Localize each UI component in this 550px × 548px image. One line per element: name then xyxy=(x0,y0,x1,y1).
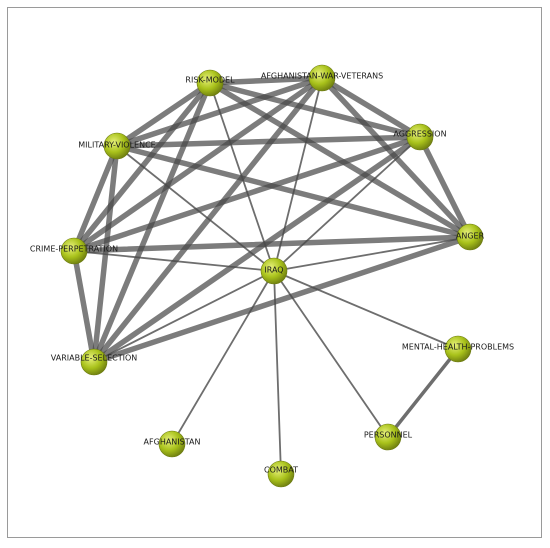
edge-variable-selection-iraq xyxy=(93,270,275,363)
edge-afghanistan-war-veterans-anger xyxy=(319,75,473,240)
edge-aggression-military-violence xyxy=(114,134,423,149)
edge-military-violence-anger xyxy=(114,143,473,240)
edge-anger-crime-perpetration xyxy=(71,234,473,254)
edge-military-violence-iraq xyxy=(116,145,275,272)
labels-layer: RISK-MODEL AFGHANISTAN-WAR-VETERANS AGGRES… xyxy=(30,72,514,475)
node-iraq[interactable] xyxy=(260,257,288,285)
edge-military-violence-crime-perpetration xyxy=(71,143,120,254)
nodes-layer xyxy=(60,64,484,488)
node-afghanistan-war-veterans[interactable] xyxy=(308,64,336,92)
edge-anger-variable-selection xyxy=(91,234,473,365)
node-mental-health-problems[interactable] xyxy=(444,335,472,363)
edge-iraq-personnel xyxy=(273,270,389,438)
edge-anger-iraq xyxy=(273,236,471,272)
node-label-combat: COMBAT xyxy=(264,466,298,475)
node-label-afghanistan: AFGHANISTAN xyxy=(144,438,201,447)
edge-crime-perpetration-variable-selection xyxy=(71,248,97,365)
node-variable-selection[interactable] xyxy=(80,348,108,376)
node-risk-model[interactable] xyxy=(196,69,224,97)
edge-iraq-afghanistan xyxy=(171,270,275,445)
node-aggression[interactable] xyxy=(406,123,434,151)
edge-afghanistan-war-veterans-aggression xyxy=(319,75,423,140)
edge-iraq-mental-health-problems xyxy=(273,270,459,350)
edge-iraq-combat xyxy=(273,270,282,475)
node-label-iraq: IRAQ xyxy=(264,266,283,275)
node-crime-perpetration[interactable] xyxy=(60,237,88,265)
node-military-violence[interactable] xyxy=(103,132,131,160)
edge-risk-model-anger xyxy=(207,80,473,240)
edge-afghanistan-war-veterans-military-violence xyxy=(114,75,325,149)
edge-aggression-anger xyxy=(417,134,473,240)
node-label-risk-model: RISK-MODEL xyxy=(185,76,235,85)
node-label-military-violence: MILITARY-VIOLENCE xyxy=(78,141,155,150)
node-afghanistan[interactable] xyxy=(158,430,186,458)
edge-mental-health-problems-personnel xyxy=(386,347,460,439)
edges-layer xyxy=(71,75,473,475)
node-label-crime-perpetration: CRIME-PERPETRATION xyxy=(30,245,118,254)
node-combat[interactable] xyxy=(267,460,295,488)
edge-crime-perpetration-iraq xyxy=(73,250,275,272)
node-label-personnel: PERSONNEL xyxy=(364,431,413,440)
edge-aggression-crime-perpetration xyxy=(71,134,423,254)
edge-risk-model-military-violence xyxy=(114,80,213,149)
node-label-variable-selection: VARIABLE-SELECTION xyxy=(51,354,137,363)
node-personnel[interactable] xyxy=(374,423,402,451)
node-label-anger: ANGER xyxy=(456,232,485,241)
node-label-mental-health-problems: MENTAL-HEALTH-PROBLEMS xyxy=(402,343,514,352)
edge-aggression-variable-selection xyxy=(91,134,423,365)
edge-risk-model-afghanistan-war-veterans xyxy=(207,75,325,86)
node-label-afghanistan-war-veterans: AFGHANISTAN-WAR-VETERANS xyxy=(261,72,383,81)
edge-risk-model-aggression xyxy=(207,80,423,140)
node-anger[interactable] xyxy=(456,223,484,251)
node-label-aggression: AGGRESSION xyxy=(393,130,446,139)
edge-afghanistan-war-veterans-variable-selection xyxy=(91,75,325,365)
